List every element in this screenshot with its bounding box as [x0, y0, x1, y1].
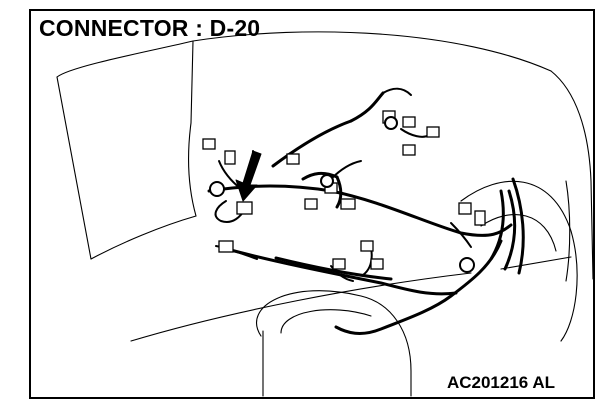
diagram-frame: CONNECTOR : D-20 — [29, 9, 595, 399]
arrow-down-icon — [235, 150, 262, 202]
connector — [340, 198, 356, 210]
connector — [224, 150, 236, 165]
connector — [332, 258, 346, 270]
connector — [304, 198, 318, 210]
connector — [474, 210, 486, 226]
connector — [202, 138, 216, 150]
connector — [426, 126, 440, 138]
grommet — [459, 257, 475, 273]
grommet — [384, 116, 398, 130]
vehicle-body-outline — [56, 31, 594, 397]
figure-code: AC201216 AL — [446, 373, 555, 392]
connector — [360, 240, 374, 252]
grommet — [209, 181, 225, 197]
connector — [370, 258, 384, 270]
connector — [286, 153, 300, 165]
connector — [402, 144, 416, 156]
connector — [458, 202, 472, 215]
connector — [402, 116, 416, 128]
wiring-harness — [207, 91, 525, 335]
harness-illustration — [56, 31, 594, 397]
connector-d20 — [236, 201, 253, 215]
grommet — [320, 174, 334, 188]
connector — [218, 240, 234, 253]
